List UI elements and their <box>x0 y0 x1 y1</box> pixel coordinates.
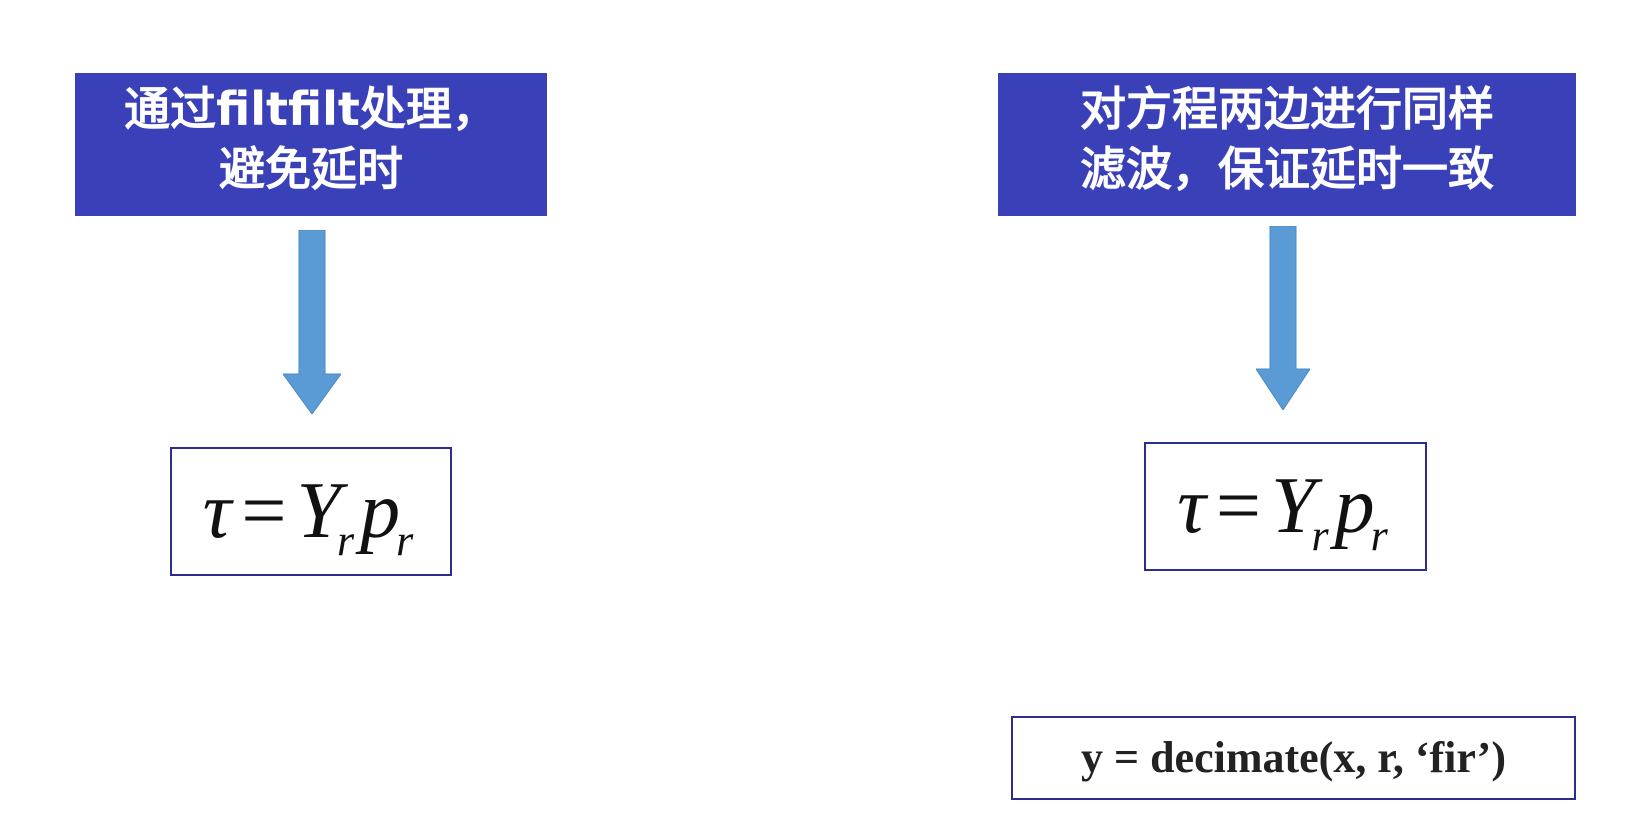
left-equation-p: p <box>360 467 401 555</box>
left-equation-p-sub: r <box>396 516 414 565</box>
left-equation-y: Y <box>296 467 342 555</box>
right-equation-tau: τ <box>1177 462 1206 550</box>
left-equation-y-sub: r <box>337 516 355 565</box>
right-equation-p: p <box>1334 462 1375 550</box>
left-title-line-1: 通过filtfilt处理， <box>124 82 498 136</box>
left-equation-box: τ=Yrpr <box>170 447 452 576</box>
left-down-arrow-icon <box>282 229 342 418</box>
right-equation-equals: = <box>1215 462 1261 550</box>
left-title-box: 通过filtfilt处理， 避免延时 <box>75 73 547 216</box>
left-equation-tau: τ <box>202 467 232 555</box>
right-equation-y-sub: r <box>1311 511 1329 560</box>
decimate-code-box: y = decimate(x, r, ‘fir’) <box>1011 716 1576 800</box>
right-equation-p-sub: r <box>1370 511 1388 560</box>
right-down-arrow-icon <box>1255 225 1311 414</box>
right-title-box: 对方程两边进行同样 滤波，保证延时一致 <box>998 73 1576 216</box>
decimate-code-text: y = decimate(x, r, ‘fir’) <box>1081 733 1506 782</box>
right-title-line-2: 滤波，保证延时一致 <box>1080 142 1494 196</box>
right-equation-y: Y <box>1271 462 1316 550</box>
left-equation-equals: = <box>241 467 287 555</box>
right-equation-box: τ=Yrpr <box>1144 442 1427 571</box>
right-title-line-1: 对方程两边进行同样 <box>1080 82 1494 136</box>
left-title-line-2: 避免延时 <box>219 142 403 196</box>
